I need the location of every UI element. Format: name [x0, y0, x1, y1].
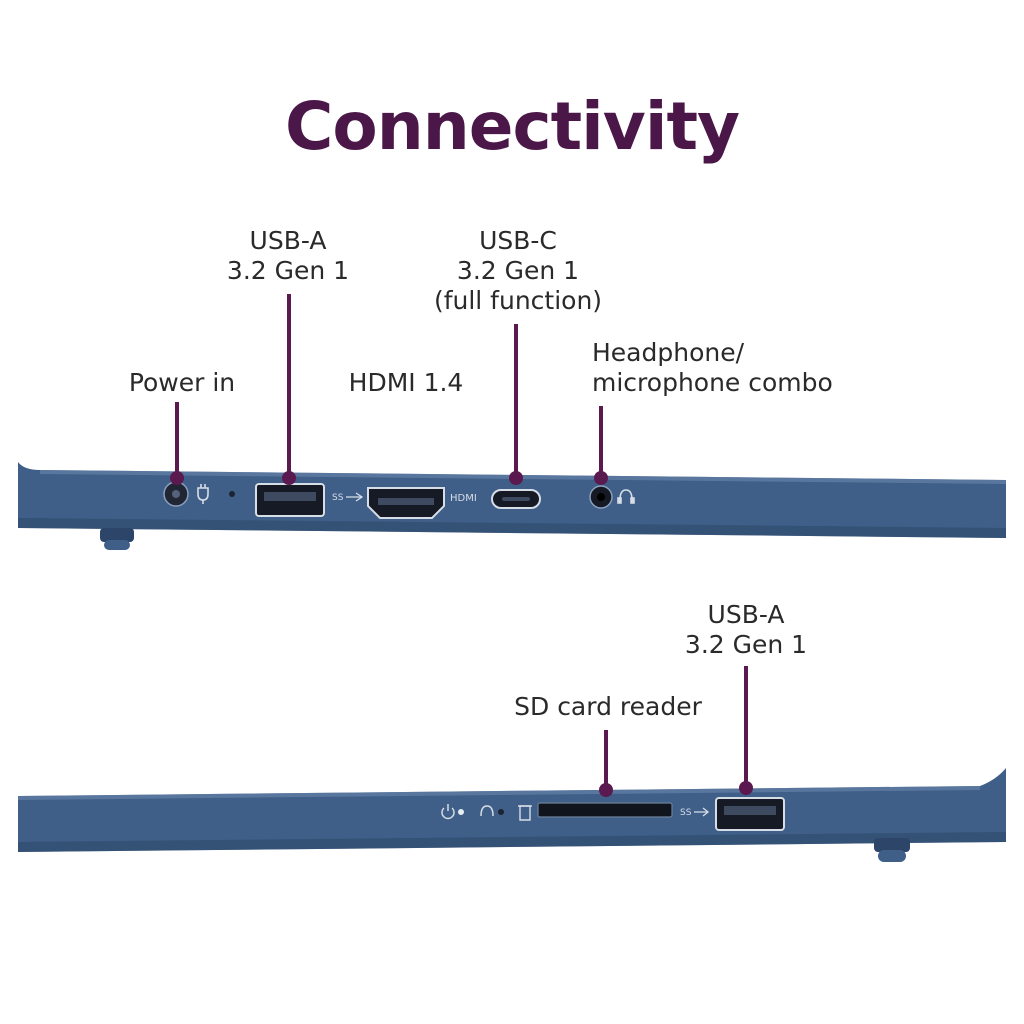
label-usb-a-left: USB-A 3.2 Gen 1 — [208, 226, 368, 286]
label-usb-a-right: USB-A 3.2 Gen 1 — [666, 600, 826, 660]
label-usb-c-line1: USB-C — [479, 226, 557, 255]
rubber-foot-left — [100, 528, 134, 542]
label-sd-reader-text: SD card reader — [514, 692, 702, 721]
label-usb-c-line3: (full function) — [433, 286, 603, 315]
hdmi-marking: HDMI — [450, 493, 477, 504]
laptop-left-side: SS HDMI — [18, 462, 1006, 550]
rubber-foot-left-cap — [104, 540, 130, 550]
label-hdmi: HDMI 1.4 — [336, 368, 476, 398]
page-title: Connectivity — [284, 88, 740, 165]
rubber-foot-right — [874, 838, 910, 852]
leader-power-in — [170, 402, 184, 485]
chassis-bottom-shadow — [18, 832, 1006, 852]
laptop-right-side: SS — [18, 768, 1006, 862]
power-status-icon — [441, 804, 455, 820]
rubber-foot-right-cap — [878, 850, 906, 862]
power-jack-pin — [172, 490, 180, 498]
label-power-in-text: Power in — [128, 368, 236, 397]
charge-indicator-led — [229, 491, 235, 497]
headset-icon — [617, 489, 635, 504]
chassis-top-highlight — [40, 470, 1006, 484]
usb-ss-text-right: SS — [680, 808, 692, 818]
leader-usb-c — [509, 324, 523, 485]
sd-card-icon — [518, 805, 532, 821]
label-usb-a-right-line1: USB-A — [707, 600, 785, 629]
label-sd-reader: SD card reader — [496, 692, 720, 722]
headset-status-icon — [480, 805, 494, 817]
usb-ss-icon-left: SS — [332, 492, 364, 503]
usb-a-port-left-tongue — [264, 492, 316, 501]
usb-c-port-tongue — [502, 497, 530, 501]
label-usb-a-left-line2: 3.2 Gen 1 — [226, 256, 350, 285]
label-hdmi-text: HDMI 1.4 — [348, 368, 464, 397]
hdmi-port-tongue — [378, 498, 434, 505]
label-usb-c: USB-C 3.2 Gen 1 (full function) — [418, 226, 618, 316]
sd-card-slot[interactable] — [537, 802, 673, 818]
label-audio-line2: microphone combo — [592, 368, 833, 397]
label-audio-line1: Headphone/ — [592, 338, 745, 367]
usb-a-port-right-tongue — [724, 806, 776, 815]
leader-audio-combo — [594, 406, 608, 485]
label-audio-combo: Headphone/ microphone combo — [592, 338, 833, 398]
audio-jack-hole — [597, 493, 605, 501]
label-usb-c-line2: 3.2 Gen 1 — [456, 256, 580, 285]
leader-usb-a-right — [739, 666, 753, 795]
label-usb-a-right-line2: 3.2 Gen 1 — [684, 630, 808, 659]
leader-usb-a-left — [282, 294, 296, 485]
power-led — [458, 809, 464, 815]
usb-ss-text-left: SS — [332, 493, 344, 503]
label-usb-a-left-line1: USB-A — [249, 226, 327, 255]
chassis-top-shadow — [18, 518, 1006, 538]
leader-sd-reader — [599, 730, 613, 797]
usb-ss-icon-right: SS — [680, 807, 710, 818]
power-plug-icon — [197, 484, 209, 504]
label-power-in: Power in — [112, 368, 252, 398]
leader-lines — [170, 294, 753, 797]
activity-led — [498, 809, 504, 815]
